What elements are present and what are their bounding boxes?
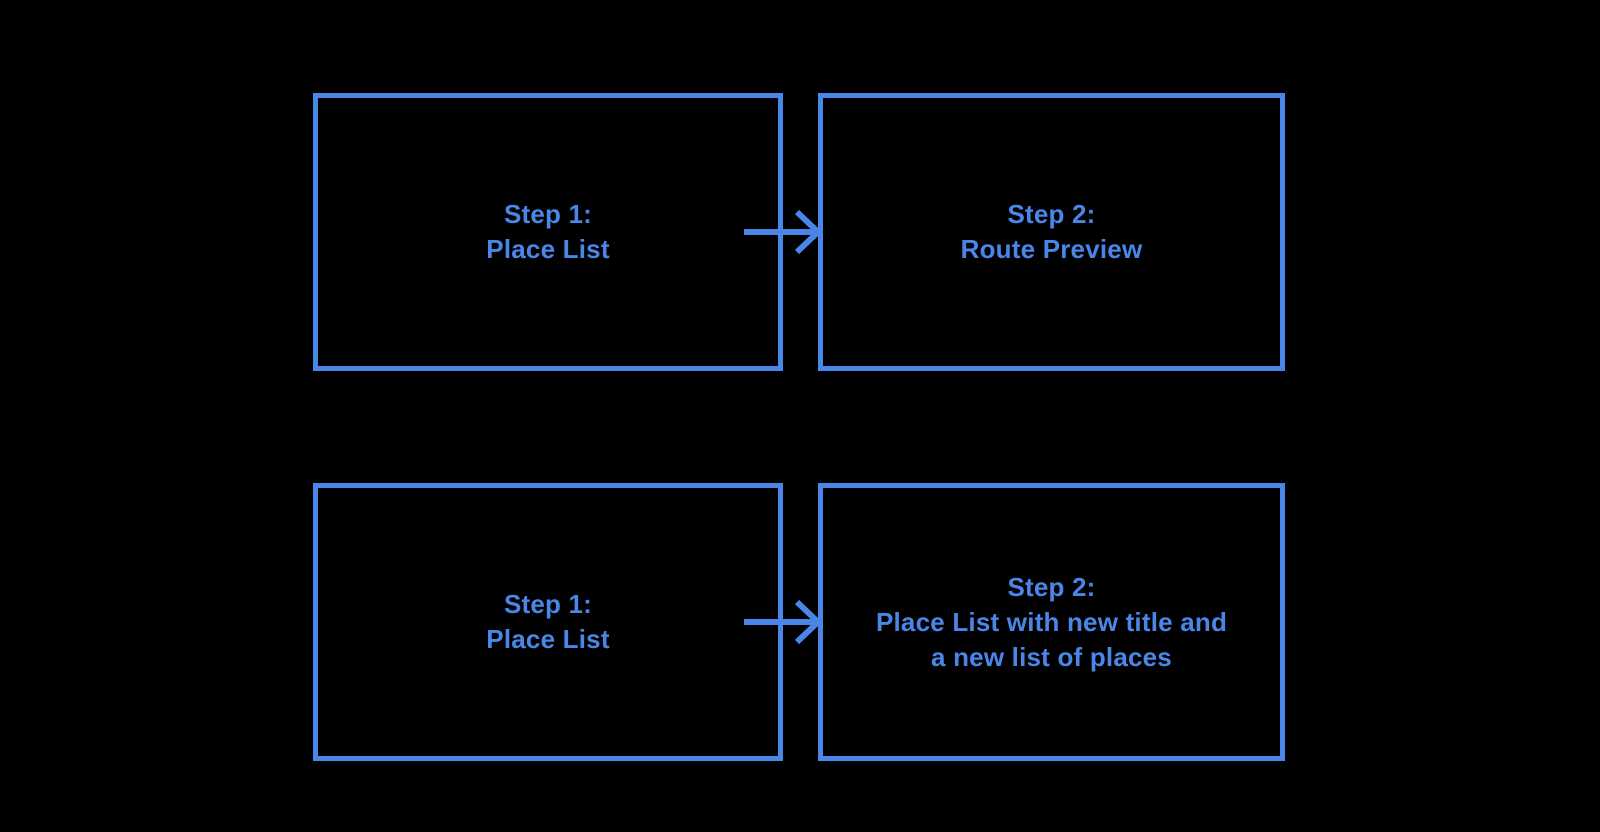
flow1-step1-subtitle: Place List [486,234,610,264]
flow2-step1-subtitle: Place List [486,624,610,654]
flow2-step2-title: Step 2: [1007,571,1096,602]
flow1-step2-box: Step 2: Route Preview [818,93,1285,371]
flow1-step1-box: Step 1: Place List [313,93,783,371]
flow2-step1-title: Step 1: [503,589,593,619]
flow1-step2-subtitle: Route Preview [960,234,1143,264]
flow1-step2-title: Step 2: [1007,199,1096,229]
flow1-step1-title: Step 1: [503,199,593,229]
flow2-step2-subtitle-2: a new list of places [931,641,1172,672]
flow2-step2-box: Step 2: Place List with new title and a … [818,483,1285,761]
flow2-step2-subtitle: Place List with new title and [875,606,1228,637]
flow2-step1-box: Step 1: Place List [313,483,783,761]
